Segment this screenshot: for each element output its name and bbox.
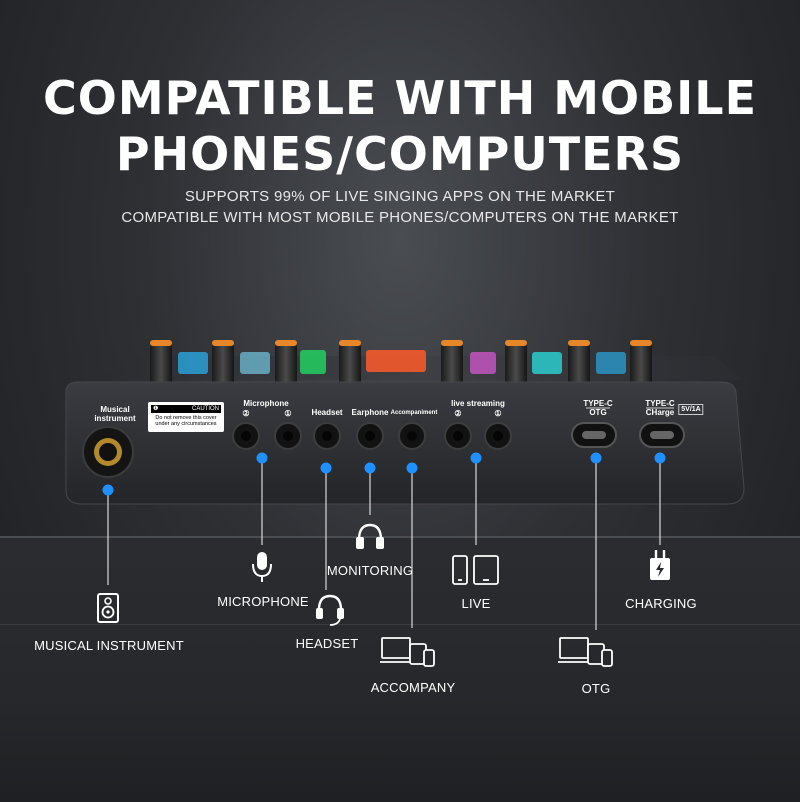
- label-accompaniment-port: Accompaniment: [390, 410, 438, 416]
- headline-line1: COMPATIBLE WITH MOBILE: [43, 71, 757, 125]
- label-typec-otg-line2: OTG: [589, 408, 607, 417]
- headset-icon: [316, 594, 344, 626]
- label-power-spec: 5V/1A: [678, 404, 704, 415]
- device-pads: [178, 350, 626, 374]
- feature-live: LIVE: [461, 596, 491, 611]
- otg-devices-icon: [558, 637, 613, 667]
- connection-dots: [102, 452, 666, 496]
- feature-monitoring: MONITORING: [326, 563, 414, 578]
- caution-title: CAUTION: [192, 406, 219, 412]
- leader-lines: [107, 458, 661, 630]
- headline: COMPATIBLE WITH MOBILE PHONES/COMPUTERS: [0, 70, 800, 182]
- floor-line: [0, 624, 800, 625]
- caution-sticker: ❶ CAUTION Do not remove this cover under …: [148, 402, 224, 432]
- label-typec-otg-line1: TYPE-C: [583, 399, 613, 408]
- feature-charging: CHARGING: [625, 596, 697, 611]
- subtitle-line1: SUPPORTS 99% OF LIVE SINGING APPS ON THE…: [184, 188, 616, 205]
- device-knobs: [150, 340, 652, 388]
- label-live-streaming-port: live streaming: [451, 399, 505, 408]
- charger-icon: [650, 550, 670, 580]
- instrument-jack: [82, 426, 134, 478]
- headphones-icon: [356, 523, 384, 549]
- label-live-1: ①: [494, 409, 502, 418]
- devices-icon: [380, 637, 435, 667]
- label-musical-line2: instrument: [94, 414, 136, 423]
- type-c-ports: [571, 422, 685, 448]
- caution-icon: ❶: [153, 406, 159, 412]
- feature-accompany: ACCOMPANY: [370, 680, 456, 695]
- phone-tablet-icon: [452, 555, 499, 585]
- label-mic-1: ①: [284, 409, 292, 418]
- label-musical-line1: Musical: [100, 405, 130, 414]
- label-mic-2: ②: [242, 409, 250, 418]
- subtitle: SUPPORTS 99% OF LIVE SINGING APPS ON THE…: [0, 186, 800, 228]
- caution-text: Do not remove this cover under any circu…: [155, 415, 217, 427]
- headline-line2: PHONES/COMPUTERS: [115, 127, 685, 181]
- label-live-2: ②: [454, 409, 462, 418]
- feature-otg: OTG: [581, 681, 611, 696]
- floor-surface: [0, 536, 800, 802]
- feature-microphone: MICROPHONE: [217, 594, 309, 609]
- subtitle-line2: COMPATIBLE WITH MOST MOBILE PHONES/COMPU…: [121, 209, 679, 226]
- speaker-icon: [97, 593, 119, 623]
- label-typec-charge-line1: TYPE-C: [645, 399, 675, 408]
- label-typec-charge-line2: CHarge: [645, 408, 675, 417]
- label-typec-charge: TYPE-C CHarge: [645, 399, 674, 417]
- feature-musical-instrument: MUSICAL INSTRUMENT: [34, 638, 184, 653]
- feature-headset: HEADSET: [295, 636, 359, 651]
- label-headset-port: Headset: [311, 408, 343, 417]
- label-typec-otg: TYPE-C OTG: [583, 399, 612, 417]
- label-microphone-port: Microphone: [243, 399, 289, 408]
- microphone-icon: [252, 552, 272, 582]
- label-musical-instrument: Musical instrument: [94, 405, 135, 423]
- label-earphone-port: Earphone: [351, 408, 389, 417]
